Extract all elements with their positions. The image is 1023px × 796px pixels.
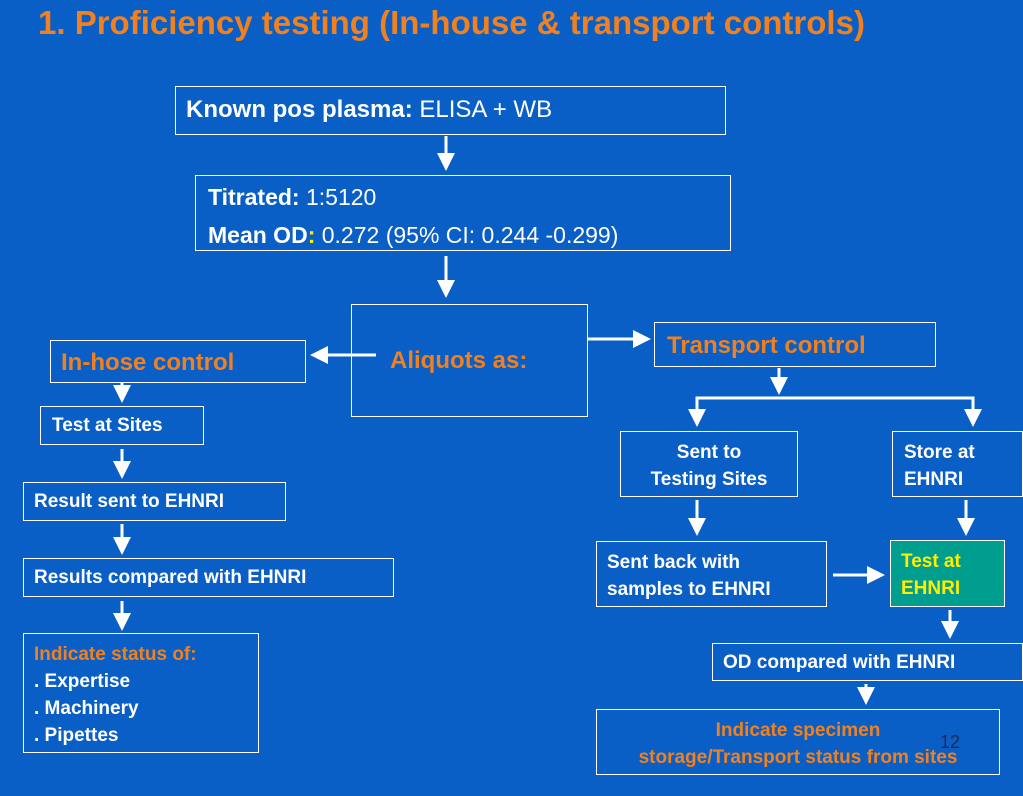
result-sent-label: Result sent to EHNRI: [34, 491, 225, 512]
test-at-sites-box: Test at Sites: [40, 406, 204, 445]
results-compared-box: Results compared with EHNRI: [23, 558, 394, 597]
sent-back-box: Sent back with samples to EHNRI: [596, 541, 827, 607]
titrated-box: Titrated: 1:5120 Mean OD: 0.272 (95% CI:…: [195, 175, 731, 251]
known-pos-value: ELISA + WB: [419, 96, 553, 123]
transport-control-box: Transport control: [654, 322, 936, 367]
test-at-sites-label: Test at Sites: [52, 415, 163, 436]
result-sent-box: Result sent to EHNRI: [23, 482, 286, 521]
indicate-storage-box: Indicate specimen storage/Transport stat…: [596, 709, 1000, 775]
known-pos-label: Known pos plasma:: [186, 96, 413, 123]
indicate-status-title: Indicate status of:: [34, 644, 197, 665]
od-compared-label: OD compared with EHNRI: [723, 652, 956, 673]
store-line2: EHNRI: [904, 469, 964, 490]
mean-od-colon: :: [307, 222, 316, 248]
mean-od-label: Mean OD: [208, 222, 308, 248]
aliquots-box: Aliquots as:: [351, 304, 588, 417]
inhouse-control-box: In-hose control: [50, 340, 306, 383]
slide-title: 1. Proficiency testing (In-house & trans…: [38, 4, 865, 41]
status-item-expertise: . Expertise: [34, 671, 131, 692]
titrated-value: 1:5120: [305, 184, 377, 210]
store-line1: Store at: [904, 442, 975, 463]
status-item-machinery: . Machinery: [34, 698, 139, 719]
test-line1: Test at: [901, 551, 961, 572]
indicate-status-box: Indicate status of: . Expertise . Machin…: [23, 633, 259, 753]
inhouse-control-title: In-hose control: [61, 349, 235, 376]
sent-back-line2: samples to EHNRI: [607, 579, 771, 600]
test-line2: EHNRI: [901, 578, 961, 599]
indicate-storage-line2: storage/Transport status from sites: [638, 747, 958, 768]
transport-control-title: Transport control: [667, 332, 866, 359]
test-at-ehnri-box: Test at EHNRI: [890, 540, 1005, 607]
sent-to-line2: Testing Sites: [650, 469, 768, 490]
sent-to-line1: Sent to: [676, 442, 742, 463]
sent-back-line1: Sent back with: [607, 552, 741, 573]
od-compared-box: OD compared with EHNRI: [712, 643, 1023, 681]
aliquots-label: Aliquots as:: [390, 347, 528, 374]
mean-od-value: 0.272 (95% CI: 0.244 -0.299): [321, 222, 619, 248]
known-pos-box: Known pos plasma: ELISA + WB: [175, 86, 726, 135]
sent-to-sites-box: Sent to Testing Sites: [620, 431, 798, 497]
indicate-storage-line1: Indicate specimen: [715, 720, 881, 741]
page-number: 12: [940, 732, 961, 752]
status-item-pipettes: . Pipettes: [34, 725, 119, 746]
store-at-ehnri-box: Store at EHNRI: [892, 431, 1023, 497]
results-compared-label: Results compared with EHNRI: [34, 567, 307, 588]
titrated-label: Titrated:: [208, 184, 300, 210]
split-connector: [695, 396, 975, 422]
